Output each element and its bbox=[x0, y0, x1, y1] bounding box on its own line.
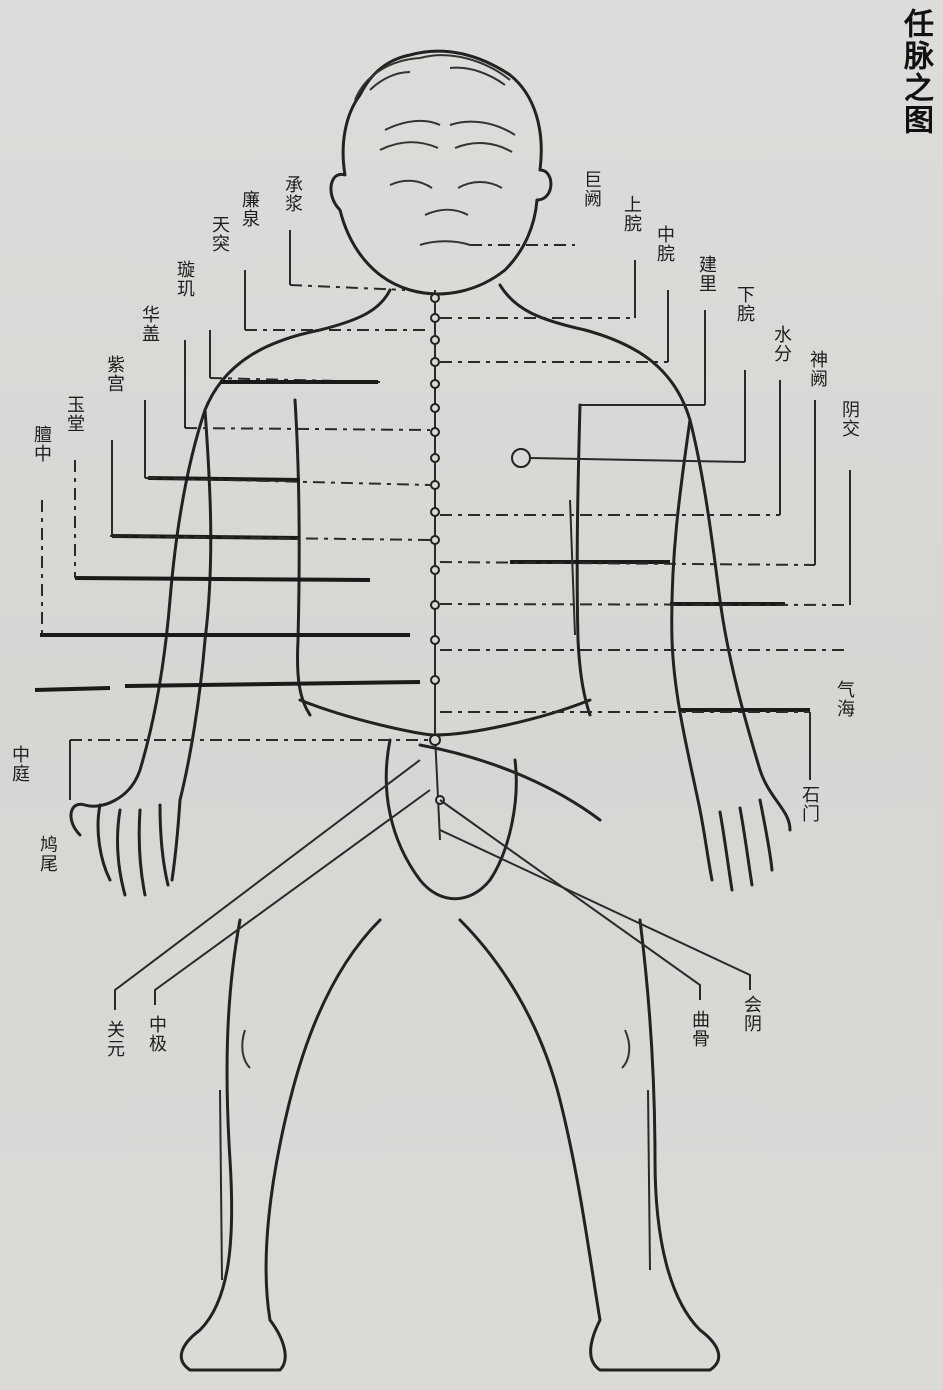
leader-lines-lower bbox=[115, 760, 750, 1280]
waist bbox=[300, 700, 590, 735]
face-wrinkles bbox=[380, 121, 515, 245]
label-lianquan: 廉泉 bbox=[240, 190, 258, 228]
right-leg bbox=[460, 920, 719, 1370]
label-shangwan: 上脘 bbox=[622, 195, 640, 233]
label-jiuwei: 鸠尾 bbox=[38, 835, 56, 873]
label-tiantu: 天突 bbox=[210, 215, 228, 253]
torso-right bbox=[500, 285, 790, 830]
ren-meridian-line bbox=[435, 290, 440, 840]
acupoint bbox=[431, 508, 439, 516]
label-shenque: 神阙 bbox=[808, 350, 826, 388]
label-zigong: 紫宫 bbox=[105, 355, 123, 393]
left-hand bbox=[98, 800, 180, 895]
label-huagai: 华盖 bbox=[140, 305, 158, 343]
acupoint bbox=[431, 294, 439, 302]
right-hand bbox=[700, 800, 772, 890]
acupoint bbox=[431, 314, 439, 322]
label-zhongji: 中极 bbox=[147, 1015, 165, 1053]
label-jianli: 建里 bbox=[697, 255, 715, 293]
navel-marker bbox=[512, 449, 530, 467]
acupoint bbox=[431, 454, 439, 462]
label-qugu: 曲骨 bbox=[690, 1010, 708, 1048]
left-leg bbox=[181, 920, 380, 1370]
acupoint bbox=[431, 336, 439, 344]
acupoint bbox=[431, 481, 439, 489]
label-huiyin: 会阴 bbox=[742, 995, 760, 1033]
label-zhongting: 中庭 bbox=[10, 745, 28, 783]
acupoint bbox=[430, 735, 440, 745]
label-xuanji: 璇玑 bbox=[175, 260, 193, 298]
acupoint bbox=[431, 428, 439, 436]
label-juque: 巨阙 bbox=[582, 170, 600, 208]
acupoint bbox=[431, 676, 439, 684]
left-arm-inner bbox=[180, 410, 211, 800]
label-guanyuan: 关元 bbox=[105, 1020, 123, 1058]
label-xiawan: 下脘 bbox=[735, 285, 753, 323]
acupoint bbox=[431, 358, 439, 366]
label-chengjiang: 承浆 bbox=[283, 175, 301, 213]
loincloth bbox=[386, 740, 600, 899]
label-yutang: 玉堂 bbox=[65, 395, 83, 433]
acupoint bbox=[431, 536, 439, 544]
label-shuifen: 水分 bbox=[772, 325, 790, 363]
label-danzhong: 膻中 bbox=[32, 425, 50, 463]
acupoint bbox=[431, 566, 439, 574]
label-qihai: 气海 bbox=[835, 680, 853, 718]
label-shimen: 石门 bbox=[800, 785, 818, 823]
left-knee bbox=[242, 1030, 250, 1068]
acupoint bbox=[431, 380, 439, 388]
right-knee bbox=[622, 1030, 629, 1068]
head-outline bbox=[331, 51, 551, 294]
acupoint bbox=[431, 404, 439, 412]
acupoint bbox=[431, 601, 439, 609]
acupoint bbox=[431, 636, 439, 644]
label-yinjiao: 阴交 bbox=[840, 400, 858, 438]
label-zhongwan: 中脘 bbox=[655, 225, 673, 263]
torso-side-left bbox=[295, 400, 310, 715]
right-arm-inner bbox=[672, 420, 700, 810]
leader-lines-left bbox=[35, 230, 430, 800]
acupoints bbox=[430, 294, 530, 804]
